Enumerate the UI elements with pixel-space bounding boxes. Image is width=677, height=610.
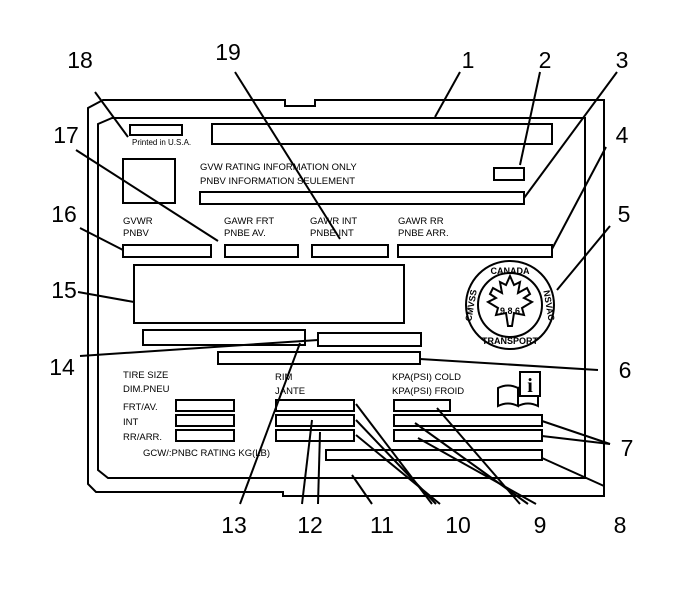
callout-2: 2 [539, 47, 552, 73]
leader-lines [75, 71, 618, 505]
rim-int-box [275, 414, 355, 427]
int-label: INT [123, 417, 139, 428]
callout-7: 7 [621, 435, 634, 461]
callout-6: 6 [619, 357, 632, 383]
kpa-line1: KPA(PSI) COLD [392, 372, 461, 383]
box-6 [217, 351, 421, 365]
gawr-rr-line2: PNBE ARR. [398, 228, 449, 239]
info-glyph: i [527, 375, 533, 397]
printed-box [129, 124, 183, 136]
callout-18: 18 [67, 47, 93, 73]
callout-16: 16 [51, 201, 77, 227]
callout-12: 12 [297, 512, 323, 538]
callout-3: 3 [616, 47, 629, 73]
kpa-line2: KPA(PSI) FROID [392, 386, 464, 397]
callout-15: 15 [51, 277, 77, 303]
gawr-rr-line1: GAWR RR [398, 216, 444, 227]
printed-label: Printed in U.S.A. [132, 138, 191, 147]
seal-center-text: 9 8 6 [500, 306, 520, 316]
callout-14: 14 [49, 354, 75, 380]
tire-size-line1: TIRE SIZE [123, 370, 168, 381]
seal-top-text: CANADA [491, 266, 530, 276]
gawr-frt-line1: GAWR FRT [224, 216, 274, 227]
box-14a [142, 329, 306, 346]
large-box [133, 264, 405, 324]
gvwr-box [122, 244, 212, 258]
box-8 [325, 449, 543, 461]
info-book-icon: i [497, 371, 541, 408]
box-14b [317, 332, 422, 347]
callout-11: 11 [370, 512, 394, 538]
rim-frt-box [275, 399, 355, 412]
kpa-frt-box [393, 399, 451, 412]
gvwr-line1: GVWR [123, 216, 153, 227]
tire-frt-box [175, 399, 235, 412]
rim-rr-box [275, 429, 355, 442]
gawr-int-line2: PNBE INT [310, 228, 354, 239]
gcw-label: GCW/:PNBC RATING KG(LB) [143, 448, 270, 459]
gvw-info-line1: GVW RATING INFORMATION ONLY [200, 162, 357, 173]
callout-5: 5 [618, 201, 631, 227]
gvw-info-line2: PNBV INFORMATION SEULEMENT [200, 176, 355, 187]
gawr-rr-box [397, 244, 553, 258]
box-3 [199, 191, 525, 205]
callout-4: 4 [616, 122, 629, 148]
top-long-box [211, 123, 553, 145]
small-box-2 [493, 167, 525, 181]
tire-rr-box [175, 429, 235, 442]
callout-8: 8 [614, 512, 627, 538]
canada-seal: CANADA TRANSPORT CMVSS NSVAC 9 8 6 [463, 260, 557, 350]
rim-line1: RIM [275, 372, 293, 383]
gawr-int-line1: GAWR INT [310, 216, 357, 227]
gawr-int-box [311, 244, 389, 258]
callout-19: 19 [215, 39, 241, 65]
seal-right-text: NSVAC [541, 289, 556, 322]
callout-9: 9 [534, 512, 547, 538]
label-inner-outline [97, 117, 586, 479]
kpa-rr-box [393, 429, 543, 442]
rim-line2: JANTE [275, 386, 305, 397]
gvwr-line2: PNBV [123, 228, 150, 239]
tire-int-box [175, 414, 235, 427]
frt-label: FRT/AV. [123, 402, 158, 413]
callout-13: 13 [221, 512, 247, 538]
gawr-frt-box [224, 244, 299, 258]
rr-label: RR/ARR. [123, 432, 162, 443]
seal-left-text: CMVSS [463, 289, 478, 322]
tire-size-line2: DIM.PNEU [123, 384, 170, 395]
callout-10: 10 [445, 512, 471, 538]
seal-bottom-text: TRANSPORT [482, 336, 539, 346]
callout-1: 1 [462, 47, 475, 73]
label-outline [87, 99, 605, 497]
maple-leaf-icon [485, 273, 535, 327]
callout-17: 17 [53, 122, 79, 148]
kpa-int-box [393, 414, 543, 427]
gawr-frt-line2: PNBE AV. [224, 228, 266, 239]
